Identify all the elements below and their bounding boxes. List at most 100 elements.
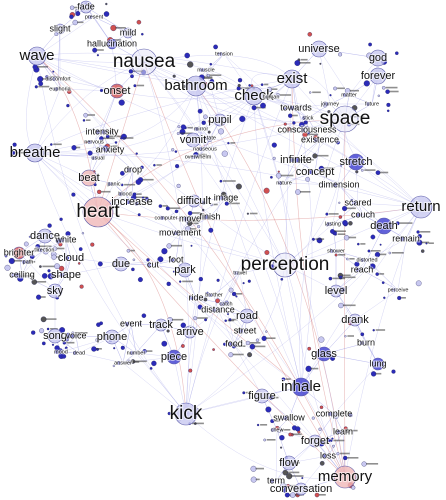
word-node-cloud bbox=[65, 256, 69, 260]
minor-node bbox=[350, 198, 354, 202]
graph-edge bbox=[213, 294, 227, 305]
graph-edge bbox=[200, 128, 206, 150]
minor-node-text-mark bbox=[299, 62, 311, 64]
minor-node bbox=[275, 172, 282, 179]
graph-edge bbox=[332, 202, 359, 225]
minor-node bbox=[77, 262, 81, 265]
minor-node bbox=[395, 221, 400, 226]
graph-edge bbox=[332, 223, 337, 252]
graph-edge bbox=[165, 217, 181, 234]
word-label-hallucination: hallucination bbox=[87, 38, 137, 48]
graph-edge bbox=[217, 303, 227, 311]
graph-edge bbox=[291, 78, 346, 478]
minor-node-text-mark bbox=[380, 171, 389, 174]
word-node-death bbox=[375, 217, 393, 235]
word-label-consciousness: consciousness bbox=[277, 124, 337, 134]
minor-node-text-mark bbox=[292, 433, 302, 436]
word-label-state: state bbox=[204, 135, 216, 141]
minor-node-text-mark bbox=[349, 89, 359, 92]
graph-edge bbox=[75, 335, 80, 354]
minor-node bbox=[91, 346, 97, 352]
word-label-stick: stick bbox=[303, 115, 314, 121]
minor-node bbox=[355, 170, 359, 174]
graph-edge bbox=[97, 78, 293, 213]
word-node-remain bbox=[400, 237, 404, 241]
word-node-ceiling bbox=[16, 273, 20, 277]
graph-edge bbox=[354, 319, 379, 365]
word-node-due bbox=[113, 256, 129, 272]
minor-node-text-mark bbox=[298, 159, 306, 161]
word-label-breathe: breathe bbox=[10, 144, 61, 161]
minor-node-text-mark bbox=[399, 222, 413, 224]
graph-edge bbox=[195, 297, 219, 311]
graph-edge bbox=[195, 297, 219, 311]
graph-edge bbox=[143, 61, 346, 478]
minor-node bbox=[207, 119, 211, 123]
minor-node bbox=[370, 371, 377, 377]
minor-node-text-mark bbox=[371, 250, 381, 252]
minor-node bbox=[135, 179, 142, 185]
minor-node bbox=[385, 89, 390, 94]
word-label-phone: phone bbox=[97, 331, 128, 343]
minor-node bbox=[360, 332, 365, 337]
minor-node-text-mark bbox=[135, 360, 147, 363]
minor-node-text-mark bbox=[36, 281, 47, 283]
graph-edge bbox=[111, 43, 118, 92]
graph-edge bbox=[332, 223, 337, 252]
word-node-scared bbox=[352, 201, 356, 205]
word-label-foot: foot bbox=[168, 254, 184, 264]
minor-node-text-mark bbox=[310, 367, 319, 370]
minor-node-text-mark bbox=[323, 167, 335, 170]
word-node-dance bbox=[37, 228, 53, 244]
graph-edge bbox=[36, 16, 95, 57]
minor-node bbox=[175, 164, 180, 169]
graph-edge bbox=[36, 55, 255, 100]
minor-node bbox=[118, 99, 125, 106]
graph-edge bbox=[130, 323, 137, 354]
graph-edge bbox=[361, 259, 368, 271]
graph-edge bbox=[85, 6, 113, 45]
graph-edge bbox=[34, 152, 99, 159]
minor-node bbox=[219, 179, 223, 183]
graph-edge bbox=[299, 118, 346, 388]
graph-edge bbox=[122, 323, 132, 364]
graph-edge bbox=[295, 107, 308, 131]
minor-node bbox=[105, 2, 108, 6]
minor-node-text-mark bbox=[230, 142, 236, 144]
minor-node bbox=[215, 298, 220, 304]
minor-node bbox=[397, 295, 402, 301]
minor-node bbox=[36, 294, 42, 300]
graph-edge bbox=[200, 128, 211, 139]
graph-edge bbox=[93, 16, 129, 34]
word-label-answer: answer bbox=[114, 360, 132, 366]
minor-node-text-mark bbox=[319, 494, 326, 496]
word-label-ceiling: ceiling bbox=[9, 269, 35, 279]
graph-edge bbox=[97, 211, 286, 266]
word-node-mood bbox=[55, 350, 59, 354]
word-label-pupil: pupil bbox=[208, 114, 231, 126]
minor-node-text-mark bbox=[346, 207, 356, 210]
minor-node bbox=[416, 230, 420, 234]
word-label-finish: finish bbox=[199, 211, 220, 221]
graph-edge bbox=[283, 171, 316, 184]
word-node-sky bbox=[47, 283, 63, 299]
minor-node bbox=[28, 235, 31, 238]
word-label-shower: shower bbox=[327, 248, 345, 254]
graph-edge bbox=[253, 95, 302, 388]
minor-node bbox=[332, 444, 335, 448]
word-node-term bbox=[270, 479, 274, 483]
minor-node bbox=[333, 86, 337, 91]
graph-edge bbox=[97, 85, 197, 213]
minor-node bbox=[255, 338, 260, 342]
minor-node bbox=[141, 196, 145, 200]
minor-node-text-mark bbox=[379, 273, 385, 275]
graph-edge bbox=[122, 362, 187, 415]
word-label-human: human bbox=[263, 94, 280, 100]
word-label-road: road bbox=[236, 310, 258, 322]
minor-node bbox=[176, 183, 181, 188]
minor-node bbox=[172, 270, 176, 273]
word-node-universe bbox=[310, 40, 328, 58]
word-label-lasting: lasting bbox=[325, 221, 341, 227]
word-label-level: level bbox=[325, 285, 348, 297]
graph-edge bbox=[291, 78, 313, 388]
